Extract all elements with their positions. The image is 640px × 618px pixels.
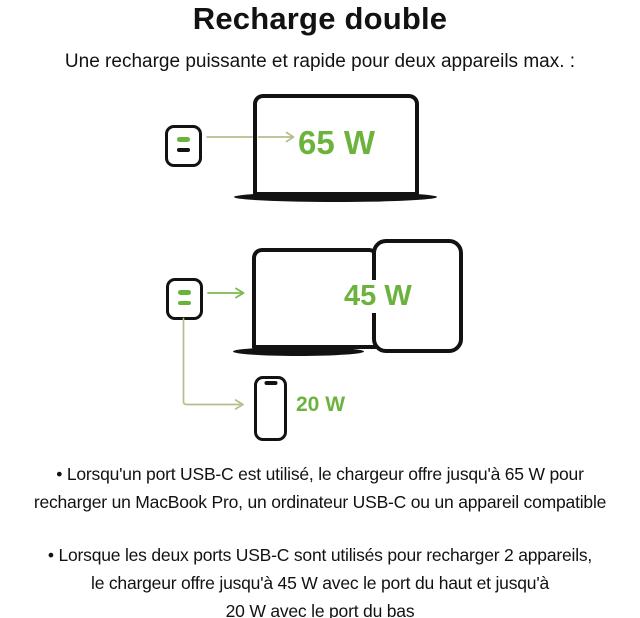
laptop-icon-base xyxy=(233,347,364,356)
wattage-label-45w: 45 W xyxy=(339,280,417,313)
arrowhead-20w xyxy=(234,399,244,410)
laptop-icon-base xyxy=(234,192,437,202)
elbow-arrow-icon-20w xyxy=(182,317,241,406)
wattage-label-20w: 20 W xyxy=(296,393,346,416)
page-title: Recharge double xyxy=(192,1,448,36)
usb-c-port-top-icon xyxy=(178,290,191,295)
usb-c-port-bottom-icon xyxy=(178,300,191,305)
wattage-label-65w: 65 W xyxy=(298,124,376,161)
usb-c-port-bottom-icon xyxy=(177,147,190,152)
page-subtitle: Une recharge puissante et rapide pour de… xyxy=(64,51,576,72)
bullet-item-dual-port: • Lorsque les deux ports USB-C sont util… xyxy=(47,545,593,618)
charger-icon-single-port xyxy=(165,125,202,167)
laptop-icon-screen xyxy=(253,94,419,196)
usb-c-port-top-icon xyxy=(177,137,190,142)
charger-icon-dual-port xyxy=(166,278,203,320)
arrowhead-45w xyxy=(235,287,245,299)
phone-icon xyxy=(254,376,287,441)
phone-notch-icon xyxy=(264,381,277,385)
bullet-item-single-port: • Lorsqu'un port USB-C est utilisé, le c… xyxy=(33,464,607,512)
